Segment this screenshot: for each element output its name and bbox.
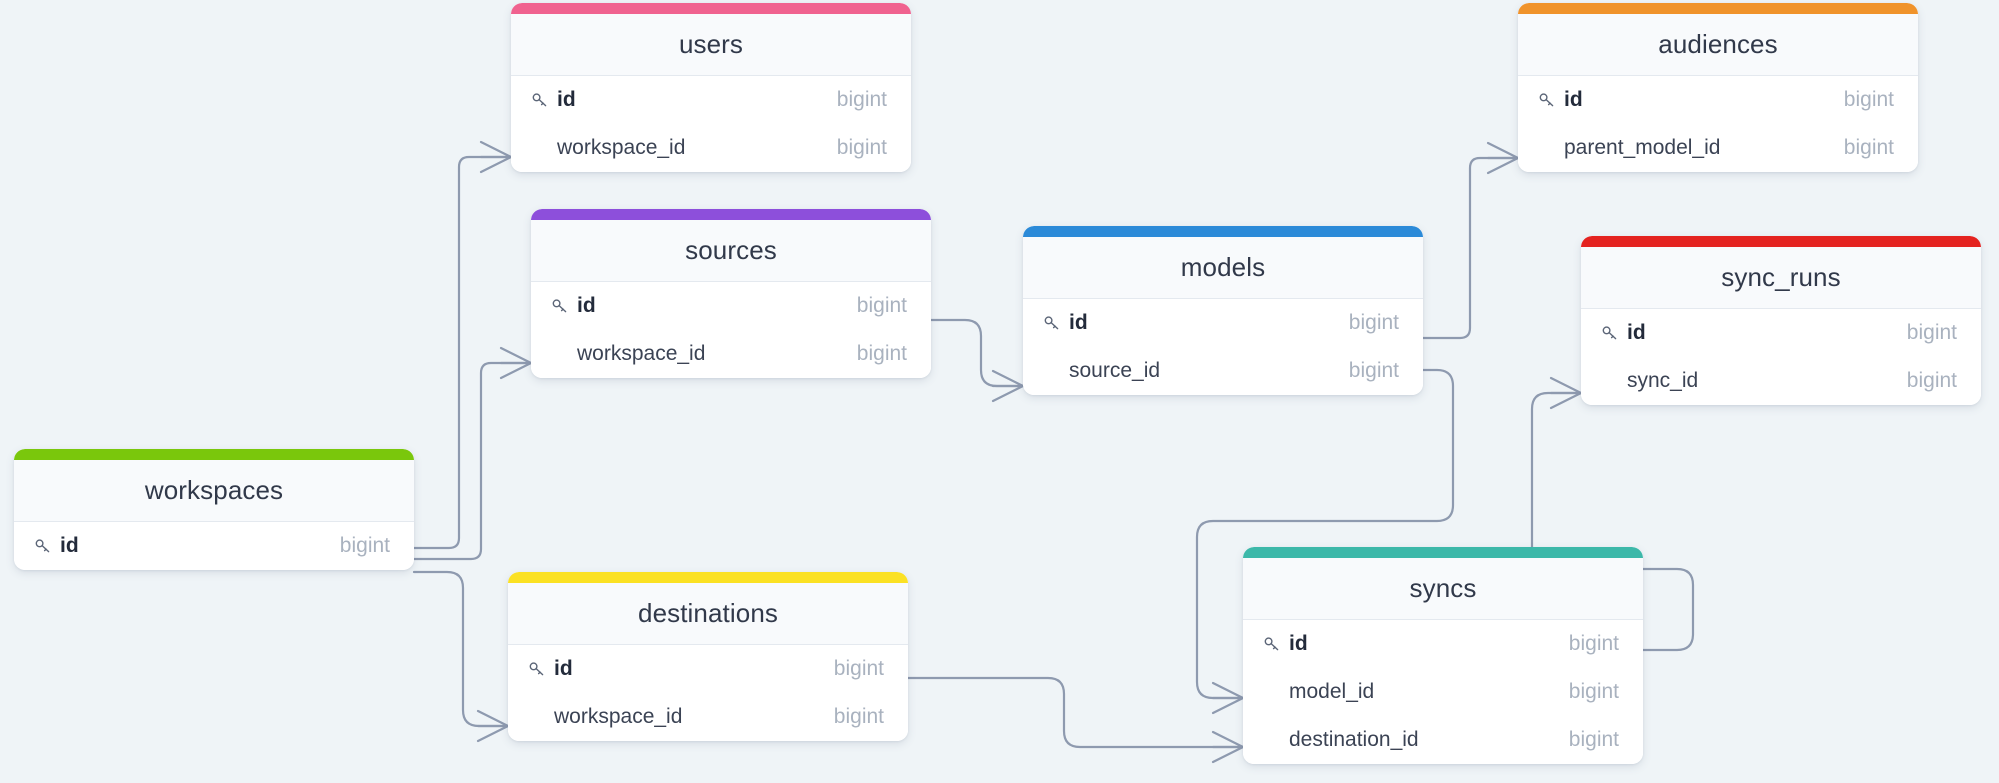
column-type: bigint <box>856 294 907 317</box>
table-title-users: users <box>511 14 911 76</box>
key-icon <box>1043 314 1062 333</box>
table-title-models: models <box>1023 237 1423 299</box>
column-type: bigint <box>836 88 887 111</box>
table-title-sources: sources <box>531 220 931 282</box>
column-type: bigint <box>1843 88 1894 111</box>
table-title-sync-runs: sync_runs <box>1581 247 1981 309</box>
column-type: bigint <box>1906 321 1957 344</box>
column-type: bigint <box>339 534 390 557</box>
table-columns-models: id bigint source_id bigint <box>1023 299 1423 395</box>
table-row[interactable]: id bigint <box>531 282 931 330</box>
column-type: bigint <box>1348 359 1399 382</box>
edge-destinations-syncs <box>906 676 1245 764</box>
accent-bar-users <box>511 3 911 14</box>
table-title-audiences: audiences <box>1518 14 1918 76</box>
column-name: workspace_id <box>554 705 683 728</box>
table-columns-users: id bigint workspace_id bigint <box>511 76 911 172</box>
table-row[interactable]: sync_id bigint <box>1581 357 1981 405</box>
column-name: sync_id <box>1627 369 1699 392</box>
table-row[interactable]: id bigint <box>511 76 911 124</box>
key-icon <box>528 660 547 679</box>
table-columns-sync-runs: id bigint sync_id bigint <box>1581 309 1981 405</box>
accent-bar-sync-runs <box>1581 236 1981 247</box>
column-type: bigint <box>1568 632 1619 655</box>
table-row[interactable]: workspace_id bigint <box>511 124 911 172</box>
table-node-syncs[interactable]: syncs id bigint model_id bigint <box>1243 547 1643 764</box>
column-name: id <box>1289 632 1308 655</box>
table-row[interactable]: parent_model_id bigint <box>1518 124 1918 172</box>
table-node-sources[interactable]: sources id bigint workspace_id bigint <box>531 209 931 378</box>
table-columns-destinations: id bigint workspace_id bigint <box>508 645 908 741</box>
accent-bar-destinations <box>508 572 908 583</box>
key-icon <box>551 297 570 316</box>
accent-bar-models <box>1023 226 1423 237</box>
table-node-audiences[interactable]: audiences id bigint parent_model_id bigi… <box>1518 3 1918 172</box>
table-row[interactable]: source_id bigint <box>1023 347 1423 395</box>
accent-bar-workspaces <box>14 449 414 460</box>
table-node-models[interactable]: models id bigint source_id bigint <box>1023 226 1423 395</box>
column-name: id <box>577 294 596 317</box>
column-name: workspace_id <box>557 136 686 159</box>
key-icon <box>1263 635 1282 654</box>
column-type: bigint <box>1906 369 1957 392</box>
column-type: bigint <box>856 342 907 365</box>
table-row[interactable]: id bigint <box>1243 620 1643 668</box>
accent-bar-sources <box>531 209 931 220</box>
table-columns-workspaces: id bigint <box>14 522 414 570</box>
column-name: destination_id <box>1289 728 1419 751</box>
column-type: bigint <box>833 705 884 728</box>
column-type: bigint <box>1568 680 1619 703</box>
accent-bar-syncs <box>1243 547 1643 558</box>
edge-workspaces-destinations <box>412 570 510 743</box>
column-name: id <box>1564 88 1583 111</box>
table-row[interactable]: model_id bigint <box>1243 668 1643 716</box>
table-row[interactable]: workspace_id bigint <box>531 330 931 378</box>
accent-bar-audiences <box>1518 3 1918 14</box>
table-node-sync-runs[interactable]: sync_runs id bigint sync_id bigint <box>1581 236 1981 405</box>
column-name: id <box>1627 321 1646 344</box>
column-name: id <box>60 534 79 557</box>
table-row[interactable]: id bigint <box>508 645 908 693</box>
column-name: source_id <box>1069 359 1161 382</box>
table-columns-audiences: id bigint parent_model_id bigint <box>1518 76 1918 172</box>
column-name: parent_model_id <box>1564 136 1721 159</box>
table-node-users[interactable]: users id bigint workspace_id bigint <box>511 3 911 172</box>
edge-workspaces-users <box>412 140 513 550</box>
table-columns-sources: id bigint workspace_id bigint <box>531 282 931 378</box>
column-name: workspace_id <box>577 342 706 365</box>
table-title-destinations: destinations <box>508 583 908 645</box>
edge-models-audiences <box>1421 141 1520 340</box>
table-row[interactable]: workspace_id bigint <box>508 693 908 741</box>
table-row[interactable]: id bigint <box>1518 76 1918 124</box>
column-name: id <box>554 657 573 680</box>
column-name: model_id <box>1289 680 1375 703</box>
table-row[interactable]: id bigint <box>1023 299 1423 347</box>
key-icon <box>1538 91 1557 110</box>
column-name: id <box>557 88 576 111</box>
table-row[interactable]: id bigint <box>1581 309 1981 357</box>
edge-workspaces-sources <box>412 346 533 561</box>
key-icon <box>531 91 550 110</box>
column-type: bigint <box>1348 311 1399 334</box>
column-type: bigint <box>1843 136 1894 159</box>
edge-sources-models <box>929 318 1025 403</box>
table-columns-syncs: id bigint model_id bigint destination_id… <box>1243 620 1643 764</box>
table-title-workspaces: workspaces <box>14 460 414 522</box>
table-node-workspaces[interactable]: workspaces id bigint <box>14 449 414 570</box>
table-node-destinations[interactable]: destinations id bigint workspace_id bigi… <box>508 572 908 741</box>
table-title-syncs: syncs <box>1243 558 1643 620</box>
table-row[interactable]: destination_id bigint <box>1243 716 1643 764</box>
key-icon <box>1601 324 1620 343</box>
key-icon <box>34 537 53 556</box>
column-name: id <box>1069 311 1088 334</box>
column-type: bigint <box>833 657 884 680</box>
column-type: bigint <box>836 136 887 159</box>
column-type: bigint <box>1568 728 1619 751</box>
table-row[interactable]: id bigint <box>14 522 414 570</box>
